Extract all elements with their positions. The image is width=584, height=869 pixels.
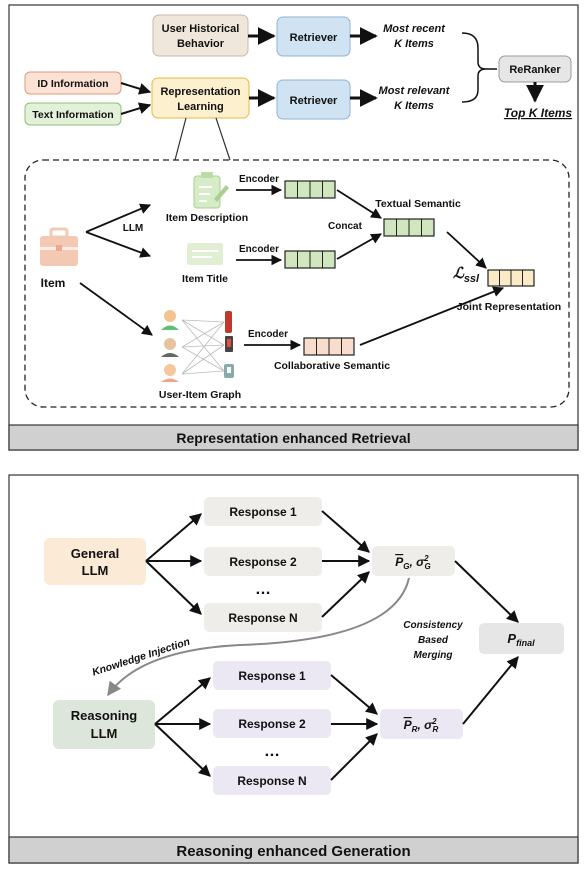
general-ellipsis: … bbox=[255, 581, 271, 598]
joint-representation-label: Joint Representation bbox=[457, 301, 561, 313]
reasoning-llm-box bbox=[53, 700, 155, 749]
most-recent-2: K Items bbox=[394, 38, 434, 50]
item-label: Item bbox=[41, 276, 66, 290]
general-llm-label-1: General bbox=[71, 546, 119, 561]
panel1-title-bar bbox=[8, 424, 579, 451]
title-embedding-vector bbox=[284, 250, 336, 269]
pg-sigma-box bbox=[372, 546, 455, 576]
general-response-1-label: Response 1 bbox=[229, 505, 297, 519]
rep-learning-label-1: Representation bbox=[160, 86, 240, 98]
retriever-label-2: Retriever bbox=[290, 95, 338, 107]
general-response-2-label: Response 2 bbox=[229, 555, 297, 569]
most-recent-1: Most recent bbox=[383, 23, 446, 35]
textual-semantic-label: Textual Semantic bbox=[375, 198, 461, 210]
panel2-title: Reasoning enhanced Generation bbox=[176, 843, 410, 860]
most-relevant-2: K Items bbox=[394, 100, 434, 112]
reasoning-response-1-box bbox=[213, 661, 331, 690]
general-llm-label-2: LLM bbox=[82, 563, 109, 578]
item-description-label: Item Description bbox=[166, 212, 248, 224]
top-k-items: Top K Items bbox=[504, 106, 573, 120]
reasoning-response-n-box bbox=[213, 766, 331, 795]
knowledge-injection-arrow bbox=[107, 577, 410, 697]
panel2-title-bar bbox=[8, 836, 579, 864]
most-relevant-1: Most relevant bbox=[379, 85, 451, 97]
pr-sigma-box bbox=[380, 709, 463, 739]
general-llm-box bbox=[44, 538, 146, 585]
reasoning-ellipsis: … bbox=[264, 743, 280, 760]
reasoning-response-1-label: Response 1 bbox=[238, 669, 306, 683]
consistency-label-3: Merging bbox=[414, 650, 453, 661]
rep-learning-label-2: Learning bbox=[177, 101, 223, 113]
panel1-title: Representation enhanced Retrieval bbox=[176, 430, 410, 446]
clipboard-icon bbox=[193, 172, 229, 209]
reasoning-response-2-box bbox=[213, 709, 331, 738]
consistency-label-2: Based bbox=[418, 635, 449, 646]
reasoning-response-n-label: Response N bbox=[237, 774, 306, 788]
user-history-label-1: User Historical bbox=[162, 23, 240, 35]
text-info-label: Text Information bbox=[32, 109, 113, 121]
encoder-label-2: Encoder bbox=[239, 244, 279, 255]
reasoning-llm-label-1: Reasoning bbox=[71, 708, 138, 723]
llm-label: LLM bbox=[123, 223, 144, 234]
textual-semantic-vector bbox=[383, 218, 435, 237]
user-history-label-2: Behavior bbox=[177, 38, 225, 50]
p-final-box bbox=[479, 623, 564, 654]
reranker-label: ReRanker bbox=[509, 64, 561, 76]
general-response-n-label: Response N bbox=[228, 611, 297, 625]
encoder-label-3: Encoder bbox=[248, 329, 288, 340]
joint-representation-vector bbox=[487, 269, 535, 287]
general-response-2-box bbox=[204, 547, 322, 576]
retriever-label-1: Retriever bbox=[290, 32, 338, 44]
collaborative-semantic-vector bbox=[303, 337, 355, 356]
description-embedding-vector bbox=[284, 180, 336, 199]
reasoning-response-2-label: Response 2 bbox=[238, 717, 306, 731]
general-response-n-box bbox=[204, 603, 322, 632]
consistency-label-1: Consistency bbox=[403, 620, 463, 631]
loss-ssl: ℒssl bbox=[453, 265, 480, 285]
encoder-label-1: Encoder bbox=[239, 174, 279, 185]
item-briefcase-icon bbox=[40, 227, 78, 266]
concat-label: Concat bbox=[328, 221, 363, 232]
detail-dashed-box bbox=[24, 159, 570, 408]
user-item-graph-icon bbox=[161, 310, 234, 382]
collaborative-semantic-label: Collaborative Semantic bbox=[274, 360, 390, 372]
item-title-label: Item Title bbox=[182, 273, 228, 285]
panel-representation-retrieval: Representation enhanced Retrieval User H… bbox=[8, 4, 579, 451]
panel-reasoning-generation: Reasoning enhanced Generation General LL… bbox=[8, 474, 579, 864]
reasoning-llm-label-2: LLM bbox=[91, 726, 118, 741]
general-response-1-box bbox=[204, 497, 322, 526]
id-info-label: ID Information bbox=[37, 78, 108, 90]
user-item-graph-label: User-Item Graph bbox=[159, 389, 241, 401]
p-final-label: Pfinal bbox=[507, 631, 535, 648]
title-card-icon bbox=[187, 243, 223, 265]
